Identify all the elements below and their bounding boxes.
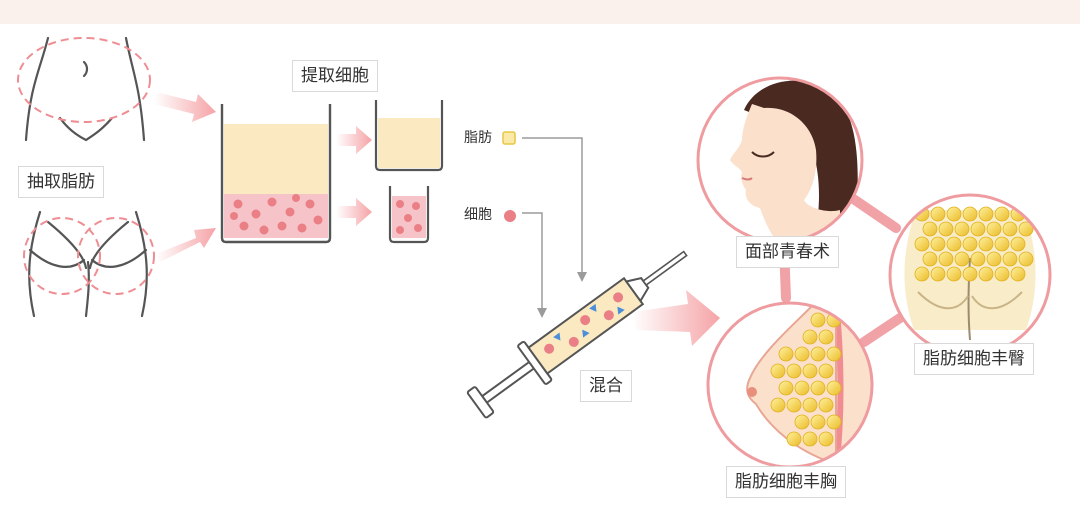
cell-legend-label: 细胞 [464,207,492,223]
abdomen-outline-icon [24,36,146,142]
fat-globule [794,346,810,362]
fat-globule [786,431,802,447]
fat-globule [826,346,842,362]
fat-globule [810,346,826,362]
breast-icon [706,301,874,469]
arrow-to-fat-beaker [336,126,372,154]
fat-globule [786,363,802,379]
connector-fat-to-syringe [522,137,587,282]
fat-globule [922,221,938,237]
fat-globule [1018,251,1034,267]
fat-globule [1018,221,1034,237]
fat-globule [986,221,1002,237]
abdomen-dashed-region [17,37,151,123]
top-band [0,0,1080,24]
fat-globule [994,266,1010,282]
fat-globule [1002,251,1018,267]
fat-globule [794,414,810,430]
mix-label: 混合 [580,370,632,402]
fat-globule [962,206,978,222]
fat-globule [818,329,834,345]
fat-globule [802,397,818,413]
buttocks-outline-icon [28,210,148,318]
fat-globule [1010,266,1026,282]
fat-globule [818,397,834,413]
fat-globule [922,251,938,267]
fat-globule [946,206,962,222]
fat-globule [930,206,946,222]
fat-globule [938,221,954,237]
fat-globule [1010,236,1026,252]
fat-legend-label: 脂肪 [464,130,492,146]
fat-globule [914,266,930,282]
fat-globule [818,363,834,379]
syringe-icon [466,250,688,419]
fat-beaker-icon [374,100,444,172]
cell-legend-dot [504,210,516,222]
face-profile-icon [696,76,864,244]
arrow-abdomen-to-beaker [154,92,216,122]
connector-cells-to-syringe [522,212,547,318]
face-label: 面部青春术 [736,236,839,268]
fat-globule [770,363,786,379]
arrow-buttocks-to-beaker [156,228,216,262]
fat-globule [986,251,1002,267]
fat-globule [802,363,818,379]
fat-globule [962,236,978,252]
fat-globule [954,251,970,267]
arrow-to-results [632,290,720,346]
fat-globule [978,206,994,222]
fat-globule [794,380,810,396]
fat-globule [978,266,994,282]
fat-globule [994,236,1010,252]
extract-cells-label: 提取细胞 [292,60,378,92]
beaker-layered-icon [220,104,332,244]
arrow-to-cell-beaker [336,198,372,226]
buttock-label: 脂肪细胞丰臀 [914,343,1034,375]
fat-globule [826,380,842,396]
fat-legend-swatch [502,131,516,145]
fat-globule [810,312,826,328]
fat-globule [770,397,786,413]
fat-globule [954,221,970,237]
fat-globule [930,266,946,282]
fat-globule [970,221,986,237]
fat-globule [802,329,818,345]
fat-globule [978,236,994,252]
fat-globule [818,431,834,447]
fat-globule [786,397,802,413]
fat-globule [810,380,826,396]
fat-globule [970,251,986,267]
fat-globule [778,380,794,396]
fat-globule [946,236,962,252]
extract-fat-label: 抽取脂肪 [18,166,104,198]
fat-globule [914,236,930,252]
fat-globule [930,236,946,252]
fat-globule [778,346,794,362]
fat-globule [802,431,818,447]
fat-globule [938,251,954,267]
fat-globule [826,414,842,430]
fat-globule [994,206,1010,222]
fat-globule [1002,221,1018,237]
buttocks-fat-icon [888,193,1052,357]
cell-beaker-icon [388,186,430,244]
buttocks-dashed-region [23,217,155,295]
fat-globule [962,266,978,282]
fat-globule [946,266,962,282]
fat-globule [810,414,826,430]
breast-label: 脂肪细胞丰胸 [726,466,846,498]
